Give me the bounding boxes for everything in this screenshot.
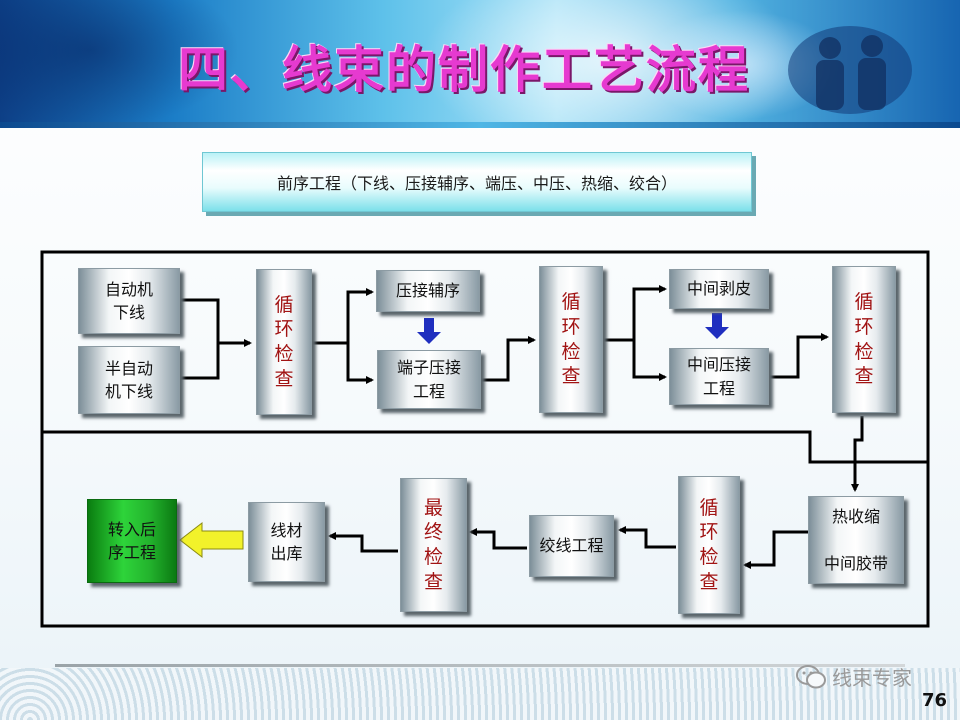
page-title: 四、线束的制作工艺流程 — [178, 40, 750, 99]
arrow-to-heat — [851, 416, 864, 492]
yellow-arrow — [179, 521, 244, 559]
node-heat-shrink: 热收缩 中间胶带 — [808, 496, 904, 584]
wechat-icon — [796, 664, 826, 688]
arrow-to-crimp-aux — [313, 288, 374, 345]
node-mid-crimp: 中间压接 工程 — [669, 348, 769, 405]
wave-decoration — [0, 668, 960, 720]
header-banner: 四、线束的制作工艺流程 — [0, 0, 960, 128]
node-twist: 绞线工程 — [529, 515, 614, 577]
watermark-text: 线束专家 — [832, 666, 912, 690]
node-cycle-check-3: 循 环 检 查 — [832, 266, 896, 413]
arrow-to-check3 — [770, 333, 829, 379]
arrow-to-warehouse — [328, 532, 398, 553]
arrow-to-twist — [618, 526, 676, 549]
node-auto-cut: 自动机 下线 — [78, 268, 180, 334]
arrow-to-check2 — [481, 336, 536, 382]
arrow-to-mid-strip — [604, 285, 667, 342]
node-final-check: 最 终 检 查 — [400, 478, 467, 612]
node-crimp-aux: 压接辅序 — [376, 270, 480, 312]
arrow-auto-merge — [181, 298, 252, 347]
handshake-figure-icon — [788, 26, 912, 114]
node-cycle-check-4: 循 环 检 查 — [678, 476, 740, 614]
blue-down-arrow-2 — [705, 313, 729, 339]
page-number: 76 — [922, 690, 948, 711]
watermark: 线束专家 — [796, 662, 912, 691]
node-mid-strip: 中间剥皮 — [669, 269, 769, 309]
footer-divider — [55, 664, 905, 667]
arrow-to-mid-crimp — [632, 340, 667, 381]
node-transfer: 转入后 序工程 — [87, 499, 177, 583]
arrow-semi-merge — [181, 343, 220, 380]
node-warehouse: 线材 出库 — [248, 502, 325, 582]
node-terminal-crimp: 端子压接 工程 — [377, 350, 481, 409]
node-cycle-check-2: 循 环 检 查 — [539, 266, 603, 413]
arrow-to-terminal — [346, 343, 374, 384]
process-banner: 前序工程（下线、压接辅序、端压、中压、热缩、绞合） — [202, 152, 752, 212]
arrow-to-check4 — [743, 530, 808, 569]
node-semi-auto-cut: 半自动 机下线 — [78, 346, 180, 414]
blue-down-arrow-1 — [417, 318, 441, 344]
header-divider — [0, 122, 960, 128]
arrow-to-final — [469, 528, 527, 550]
node-cycle-check-1: 循 环 检 查 — [256, 269, 312, 415]
